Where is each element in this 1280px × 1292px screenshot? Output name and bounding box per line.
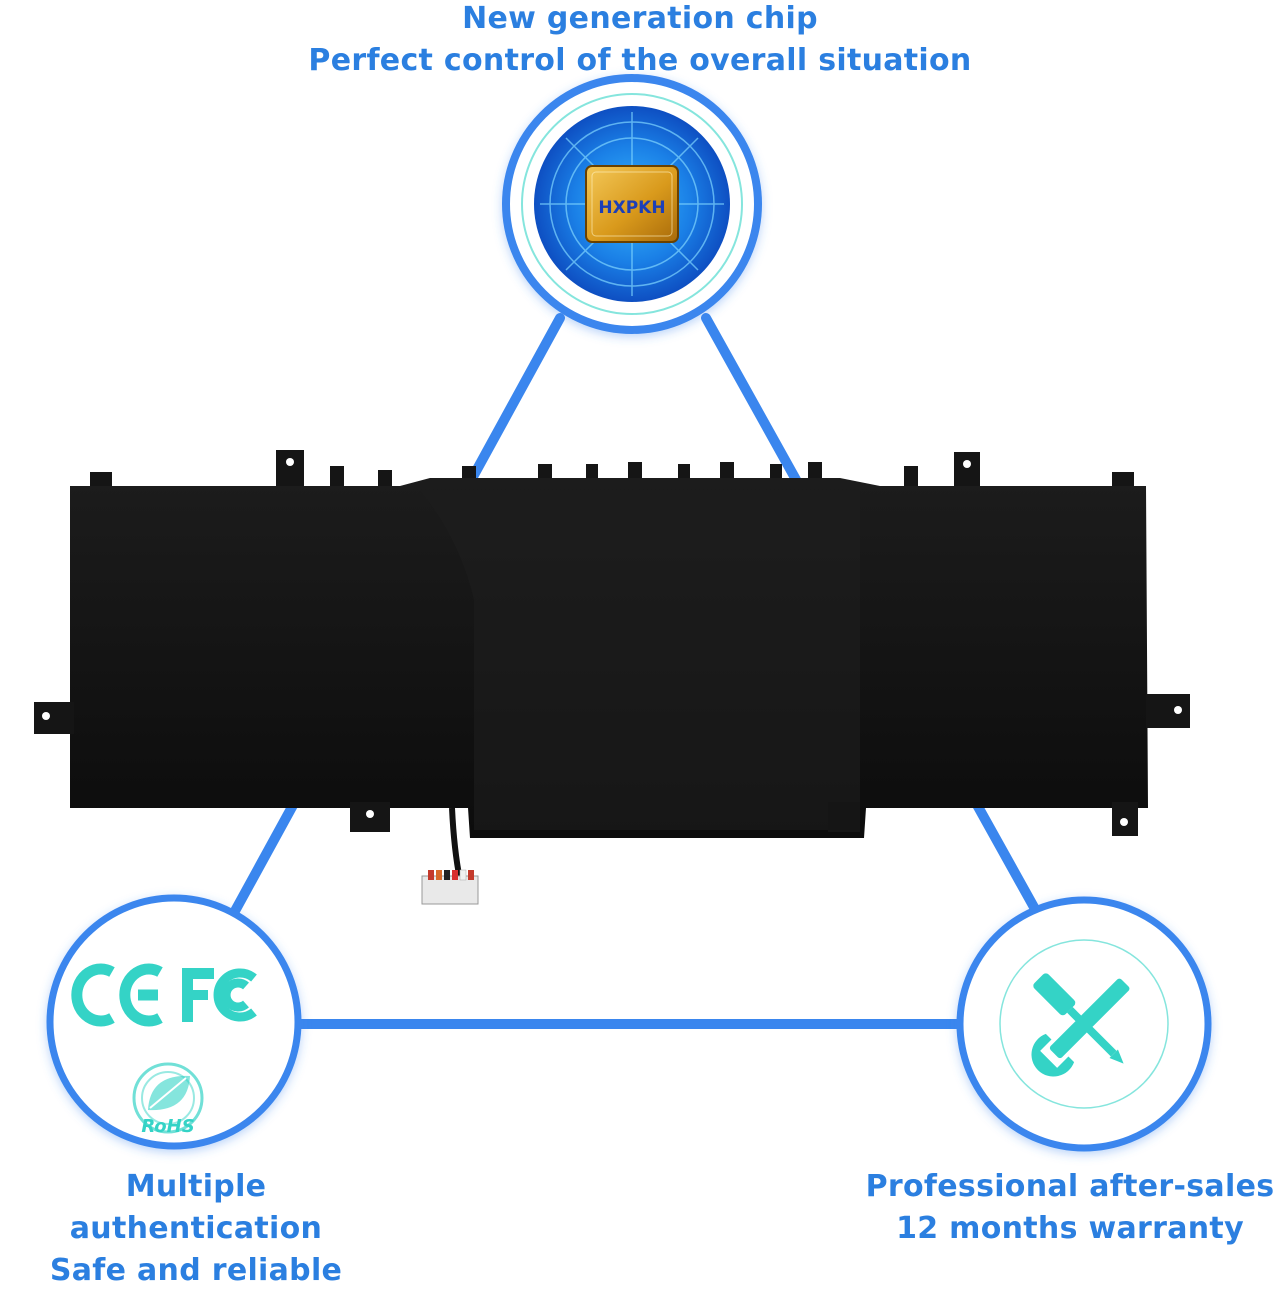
wrench-screwdriver-icon (1031, 973, 1130, 1077)
warranty-caption-line2: 12 months warranty (896, 1211, 1244, 1246)
battery-image (34, 450, 1190, 905)
certification-caption-line1: Multiple authentication (69, 1169, 323, 1246)
chip-caption-line2: Perfect control of the overall situation (308, 43, 972, 78)
certification-feature-badge: RoHS (46, 894, 302, 1150)
chip-caption-line1: New generation chip (462, 1, 818, 36)
certification-feature-caption: Multiple authentication Safe and reliabl… (0, 1166, 392, 1292)
ce-mark-icon (71, 963, 163, 1027)
warranty-feature-caption: Professional after-sales 12 months warra… (860, 1166, 1280, 1250)
certification-icon: RoHS (71, 963, 257, 1137)
rohs-label: RoHS (141, 1116, 194, 1137)
certification-caption-line2: Safe and reliable (49, 1253, 343, 1288)
chip-feature-badge: HXPKH (502, 74, 762, 334)
fc-mark-icon (182, 968, 214, 1022)
chip-label: HXPKH (598, 198, 665, 218)
chip-icon: HXPKH (534, 106, 730, 302)
battery-connector (421, 869, 479, 905)
rohs-icon: RoHS (132, 1062, 204, 1137)
scene: HXPKH (34, 74, 1212, 1152)
warranty-caption-line1: Professional after-sales (865, 1169, 1275, 1204)
chip-feature-caption: New generation chip Perfect control of t… (240, 0, 1040, 82)
warranty-feature-badge (956, 896, 1212, 1152)
